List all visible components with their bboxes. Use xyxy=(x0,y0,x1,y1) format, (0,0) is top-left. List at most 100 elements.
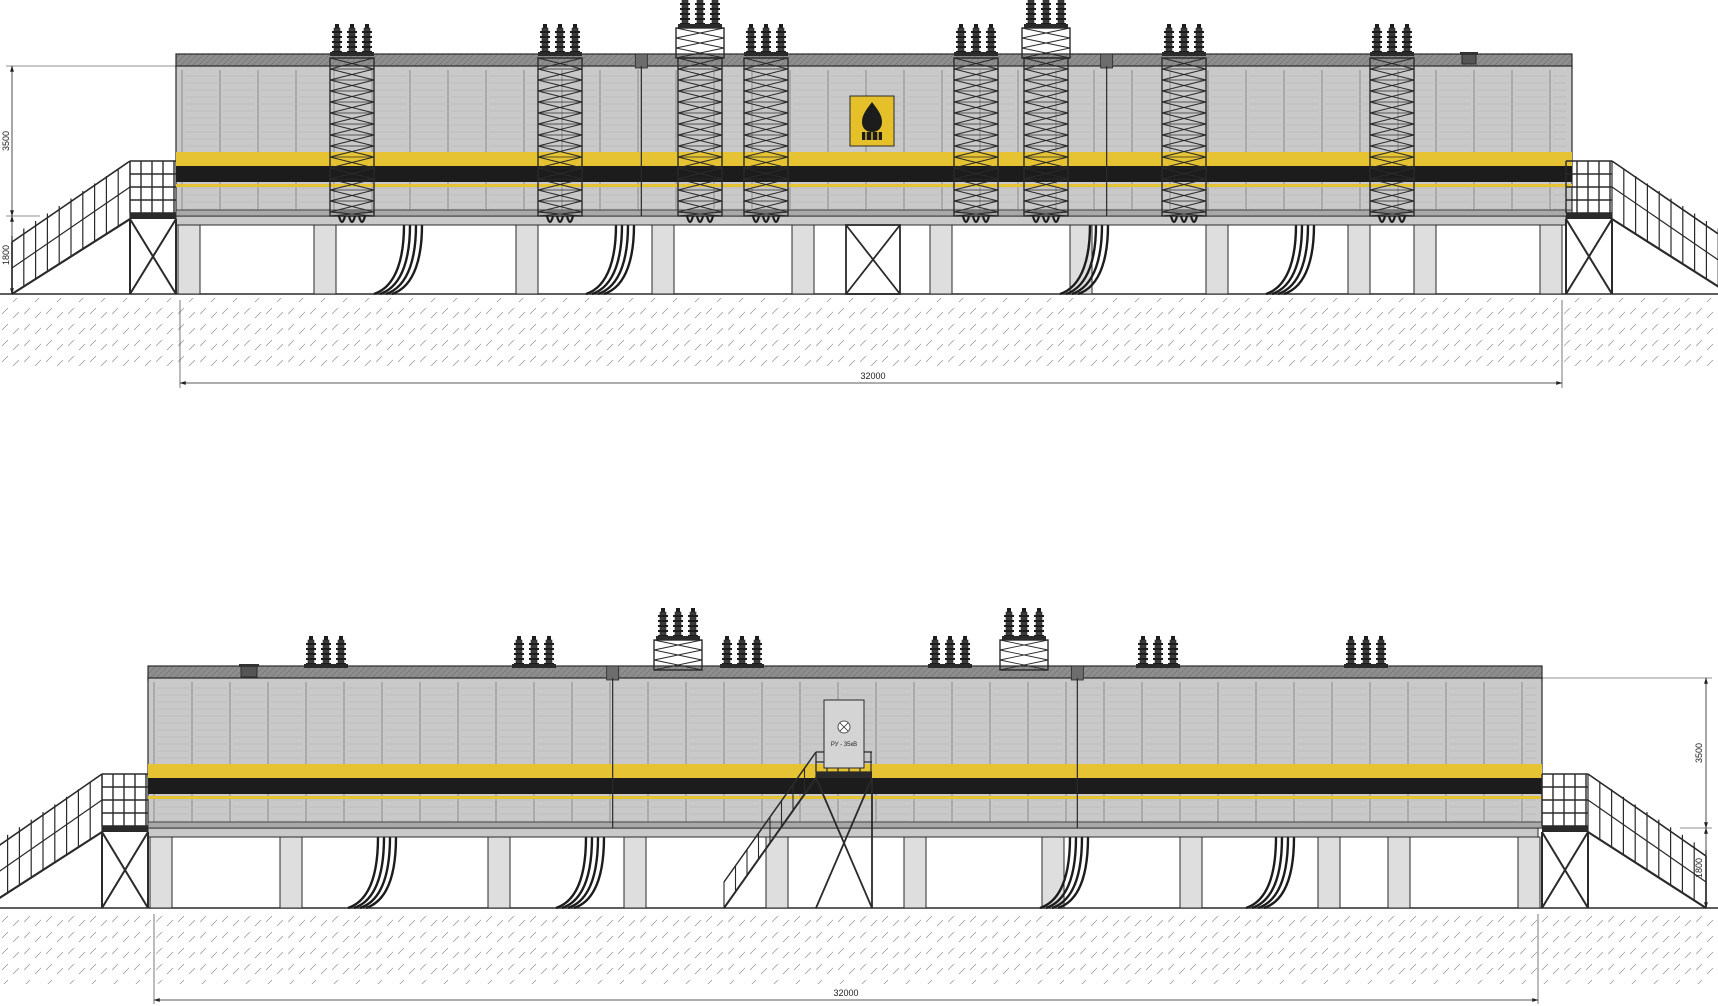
bushing-shed xyxy=(695,3,705,5)
bushing-shed xyxy=(1041,18,1051,20)
bushing-shed xyxy=(1179,46,1189,48)
cable-loop xyxy=(545,215,555,224)
bushing-shed xyxy=(680,13,690,15)
bushing-shed xyxy=(1153,648,1163,650)
rear-elevation: 32000 3500 1800 xyxy=(0,0,1718,388)
lattice-brace xyxy=(537,200,583,213)
bushing-cap xyxy=(1007,608,1011,612)
tower-brace xyxy=(999,639,1049,651)
bushing-shed xyxy=(1153,653,1163,655)
bushing-shed xyxy=(752,643,762,645)
lattice-brace xyxy=(1369,178,1415,191)
center-support-frame xyxy=(845,224,901,295)
lattice-brace xyxy=(677,57,723,70)
bushing-shed xyxy=(1372,31,1382,33)
lattice-brace xyxy=(1161,90,1207,103)
bushing-shed xyxy=(1164,31,1174,33)
foundation-piers xyxy=(149,836,1541,909)
cable-loop xyxy=(685,215,695,224)
bushing-shed xyxy=(986,41,996,43)
bushing-base xyxy=(928,664,972,668)
bushing-shed xyxy=(306,648,316,650)
cable-loop xyxy=(1179,215,1189,224)
bushing-shed xyxy=(673,620,683,622)
lattice-brace xyxy=(953,57,999,70)
mid-rail xyxy=(1611,186,1718,261)
lattice-brace xyxy=(1369,211,1415,217)
cable-loop xyxy=(1041,215,1051,224)
cable-loop xyxy=(695,215,705,224)
cable xyxy=(359,836,392,910)
bushing-base xyxy=(954,52,998,56)
lattice-brace xyxy=(1161,101,1207,114)
bushing-shed xyxy=(752,648,762,650)
lattice-brace xyxy=(1369,79,1415,92)
bushing-shed xyxy=(1138,653,1148,655)
bushing-shed xyxy=(1194,41,1204,43)
bushing-shed xyxy=(332,46,342,48)
bushing-shed xyxy=(695,13,705,15)
bushing-base xyxy=(744,52,788,56)
cable-loop xyxy=(1397,215,1407,224)
bushing-shed xyxy=(529,643,539,645)
lattice-brace xyxy=(1161,68,1207,81)
lattice-brace xyxy=(677,156,723,169)
bushing-shed xyxy=(332,36,342,38)
bushing-cap xyxy=(1037,608,1041,612)
cable-loop xyxy=(1031,215,1041,224)
entrance-door: РУ - 35кВ xyxy=(823,699,865,769)
lattice-brace xyxy=(1161,145,1207,158)
bushing-shed xyxy=(1034,630,1044,632)
lattice-brace xyxy=(537,156,583,169)
cable-loop xyxy=(1387,215,1397,224)
lattice-brace xyxy=(1161,200,1207,213)
cable-loop xyxy=(337,215,347,224)
bushing-base xyxy=(678,24,722,28)
bushing-shed xyxy=(1004,630,1014,632)
tower-brace xyxy=(1021,27,1071,39)
bushing-shed xyxy=(1034,625,1044,627)
cable xyxy=(1265,224,1298,296)
bushing-cap xyxy=(691,608,695,612)
bushing-shed xyxy=(722,643,732,645)
lattice-brace xyxy=(1369,189,1415,202)
bushing-shed xyxy=(1402,41,1412,43)
pier xyxy=(791,224,815,295)
bushing-shed xyxy=(336,643,346,645)
roof-vent-icon xyxy=(239,664,259,678)
bushing-shed xyxy=(658,630,668,632)
lattice-brace xyxy=(1161,112,1207,125)
lattice-brace xyxy=(1023,57,1069,70)
lattice-brace xyxy=(1161,189,1207,202)
lattice-brace xyxy=(743,123,789,136)
bushing-shed xyxy=(722,653,732,655)
lattice-brace xyxy=(329,145,375,158)
bushing-base xyxy=(1024,24,1068,28)
wall-base xyxy=(147,821,1543,829)
lattice-brace xyxy=(953,211,999,217)
bushing-cap xyxy=(543,24,547,28)
bushing-shed xyxy=(710,3,720,5)
lattice-brace xyxy=(743,79,789,92)
cable xyxy=(1283,224,1316,296)
lattice-brace xyxy=(1023,189,1069,202)
lattice-brace xyxy=(537,79,583,92)
lattice-brace xyxy=(329,112,375,125)
cable xyxy=(385,224,418,296)
lattice-brace xyxy=(953,167,999,180)
lattice-brace xyxy=(953,123,999,136)
bushing-shed xyxy=(658,625,668,627)
landing-deck xyxy=(1566,213,1612,219)
lattice-brace xyxy=(1161,211,1207,217)
bushing-cap xyxy=(1375,24,1379,28)
bushing-cap xyxy=(1167,24,1171,28)
lattice-brace xyxy=(677,68,723,81)
foundation-beam xyxy=(175,215,1567,226)
lattice-brace xyxy=(1369,156,1415,169)
bushing-shed xyxy=(1164,41,1174,43)
lattice-brace xyxy=(537,57,583,70)
bushing-shed xyxy=(710,8,720,10)
cable xyxy=(1277,224,1310,296)
pier xyxy=(1205,224,1229,295)
support-brace xyxy=(1565,218,1613,295)
